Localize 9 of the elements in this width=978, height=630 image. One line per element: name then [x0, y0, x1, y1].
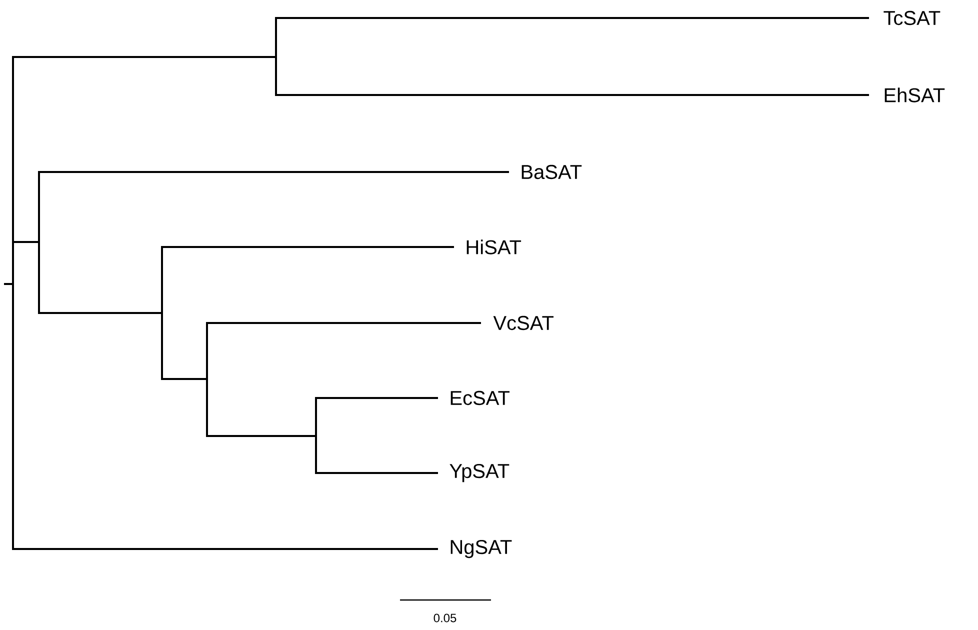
leaf-label: BaSAT	[522, 164, 582, 180]
leaf-label: YpSAT	[450, 464, 510, 482]
leaf-label: EhSAT	[884, 88, 945, 102]
leaf-label: TcSAT	[884, 10, 940, 26]
leaf-label: HiSAT	[466, 240, 522, 254]
scale-label: 0.05	[434, 614, 456, 622]
leaf-label: VcSAT	[493, 316, 554, 330]
leaf-label: NgSAT	[450, 540, 512, 558]
leaf-label: EcSAT	[450, 390, 510, 406]
